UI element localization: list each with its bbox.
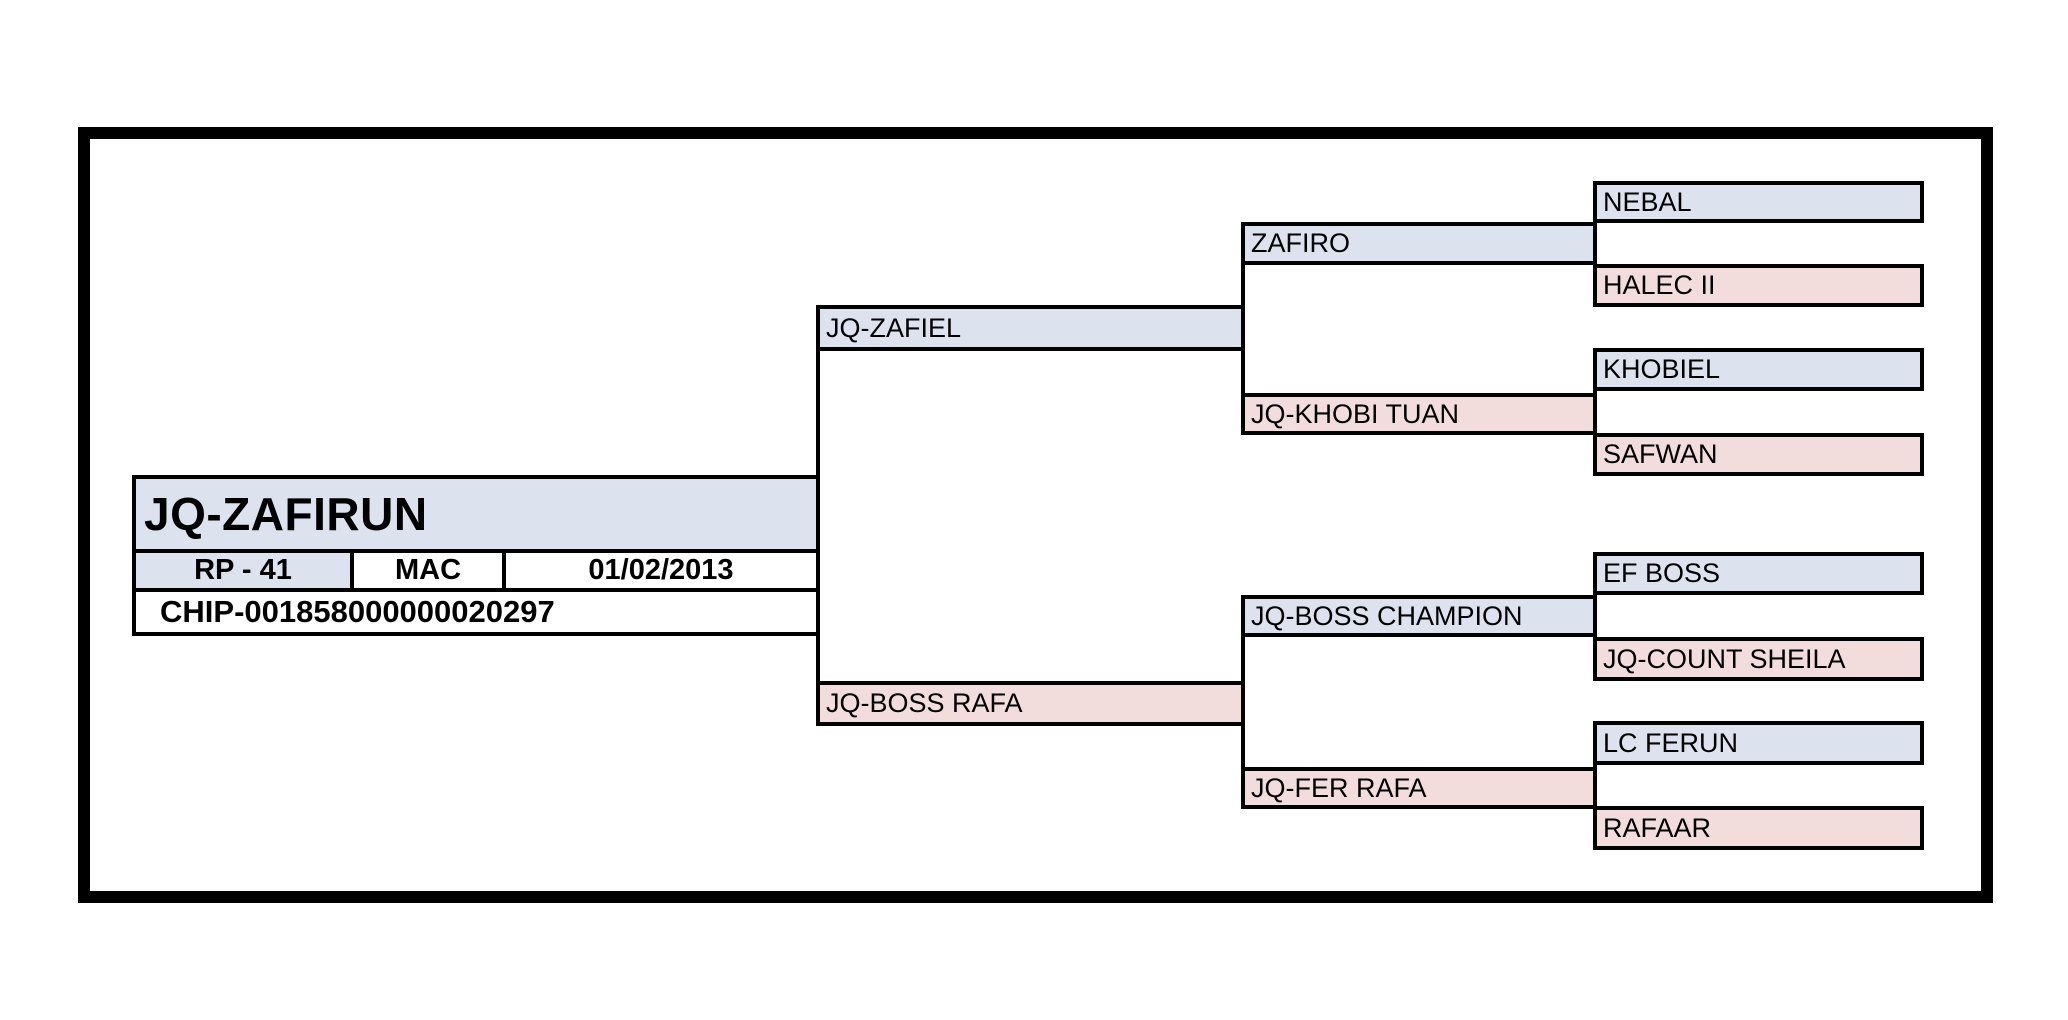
pedigree-box-dam-sire-dam: JQ-COUNT SHEILA: [1593, 637, 1924, 681]
pedigree-name: NEBAL: [1603, 186, 1692, 217]
pedigree-box-dam-dam-sire: LC FERUN: [1593, 721, 1924, 765]
pedigree-name: JQ-KHOBI TUAN: [1251, 398, 1460, 429]
subject-chip-cell: CHIP-001858000000020297: [132, 588, 820, 636]
pedigree-box-dam-dam-dam: RAFAAR: [1593, 806, 1924, 850]
pedigree-box-sire-sire-sire: NEBAL: [1593, 181, 1924, 223]
subject-chip: CHIP-001858000000020297: [160, 594, 555, 629]
subject-registry: RP - 41: [194, 554, 292, 586]
subject-name-box: JQ-ZAFIRUN: [132, 475, 820, 553]
pedigree-name: JQ-BOSS RAFA: [826, 688, 1023, 718]
pedigree-box-sire-dam: JQ-KHOBI TUAN: [1241, 393, 1597, 435]
pedigree-name: SAFWAN: [1603, 439, 1718, 469]
pedigree-box-dam: JQ-BOSS RAFA: [816, 681, 1245, 726]
pedigree-name: ZAFIRO: [1251, 228, 1350, 258]
pedigree-name: JQ-FER RAFA: [1251, 772, 1427, 803]
subject-code-cell: MAC: [350, 549, 506, 592]
pedigree-name: RAFAAR: [1603, 812, 1712, 843]
pedigree-box-sire-sire-dam: HALEC II: [1593, 264, 1924, 307]
subject-birth-date: 01/02/2013: [588, 554, 734, 586]
pedigree-name: JQ-ZAFIEL: [826, 312, 962, 343]
pedigree-name: JQ-BOSS CHAMPION: [1251, 600, 1523, 631]
pedigree-name: HALEC II: [1603, 270, 1716, 300]
subject-name: JQ-ZAFIRUN: [144, 488, 428, 540]
pedigree-box-dam-dam: JQ-FER RAFA: [1241, 767, 1597, 809]
pedigree-name: JQ-COUNT SHEILA: [1603, 643, 1846, 674]
pedigree-name: KHOBIEL: [1603, 354, 1721, 384]
pedigree-box-dam-sire: JQ-BOSS CHAMPION: [1241, 595, 1597, 637]
pedigree-box-dam-sire-sire: EF BOSS: [1593, 552, 1924, 595]
subject-birthdate-cell: 01/02/2013: [502, 549, 820, 592]
subject-code: MAC: [394, 554, 462, 586]
pedigree-name: EF BOSS: [1603, 558, 1721, 588]
pedigree-box-sire-sire: ZAFIRO: [1241, 222, 1597, 265]
pedigree-box-sire: JQ-ZAFIEL: [816, 305, 1245, 351]
subject-registry-cell: RP - 41: [132, 549, 354, 592]
pedigree-name: LC FERUN: [1603, 727, 1739, 758]
pedigree-box-sire-dam-dam: SAFWAN: [1593, 433, 1924, 476]
pedigree-box-sire-dam-sire: KHOBIEL: [1593, 348, 1924, 391]
